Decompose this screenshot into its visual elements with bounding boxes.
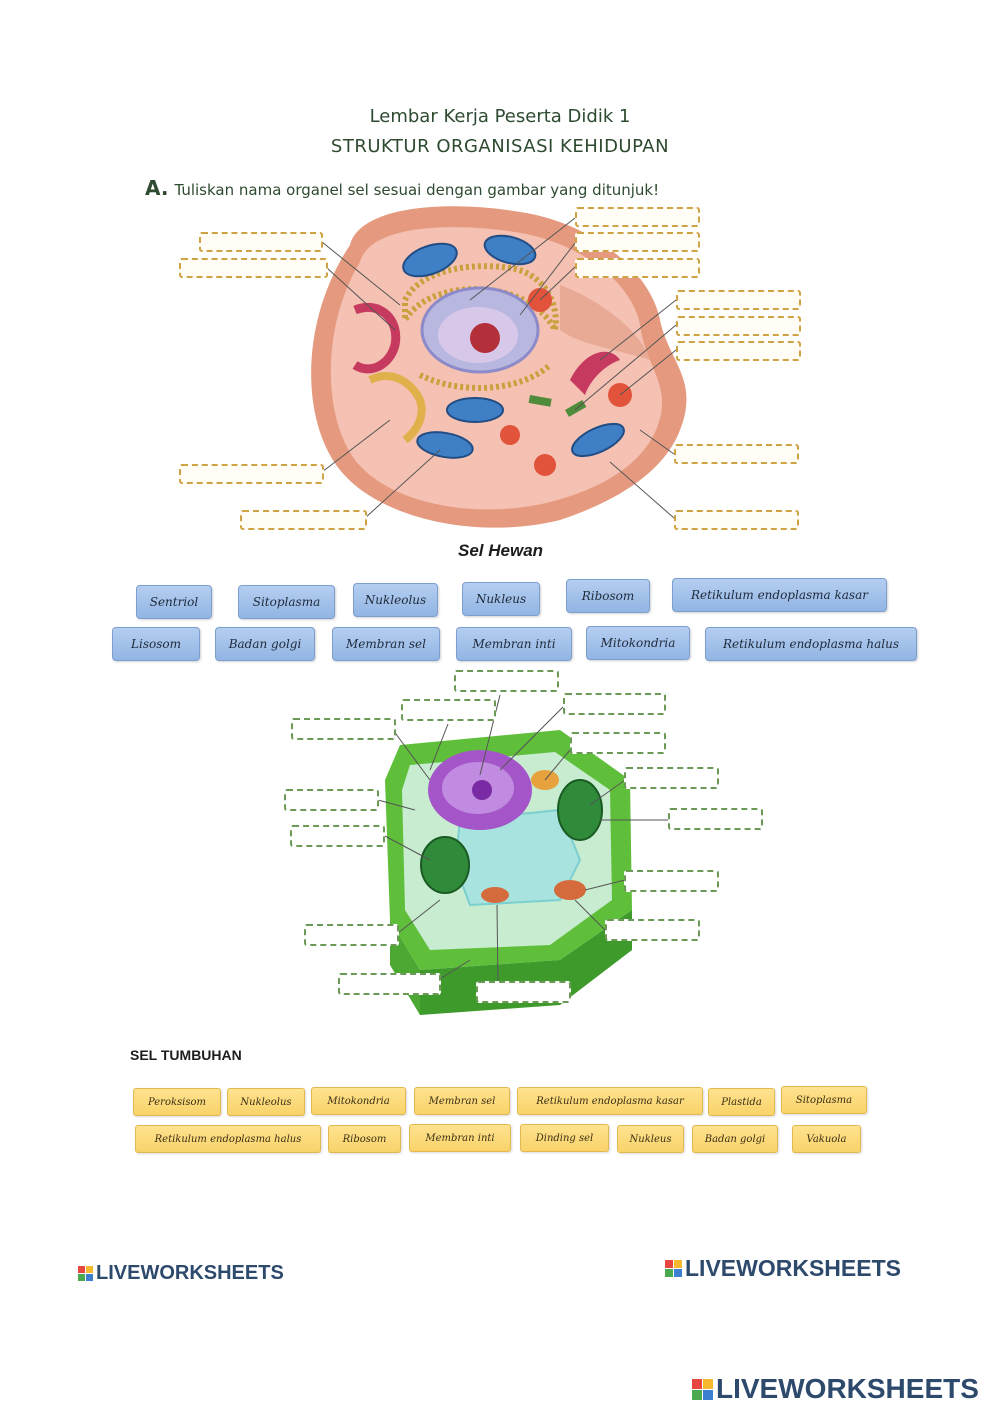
plant-answer-box-11[interactable] — [605, 919, 700, 941]
word-chip-plant[interactable]: Membran inti — [409, 1124, 511, 1152]
plant-answer-box-9[interactable] — [290, 825, 385, 847]
instruction-text: Tuliskan nama organel sel sesuai dengan … — [174, 181, 660, 199]
word-chip-plant[interactable]: Retikulum endoplasma halus — [135, 1125, 321, 1153]
word-chip-animal[interactable]: Membran inti — [456, 627, 572, 661]
word-chip-plant[interactable]: Vakuola — [792, 1125, 861, 1153]
liveworksheets-logo: LIVEWORKSHEETS — [665, 1255, 901, 1282]
worksheet-title: Lembar Kerja Peserta Didik 1 — [369, 106, 631, 127]
logo-text: LIVEWORKSHEETS — [685, 1255, 901, 1281]
word-chip-animal[interactable]: Sitoplasma — [238, 585, 335, 619]
plant-answer-box-13[interactable] — [338, 973, 441, 995]
logo-mark-icon — [665, 1260, 682, 1277]
word-chip-animal[interactable]: Nukleolus — [353, 583, 438, 617]
word-chip-animal[interactable]: Retikulum endoplasma halus — [705, 627, 917, 661]
word-chip-plant[interactable]: Plastida — [708, 1088, 775, 1116]
logo-mark-icon — [78, 1266, 93, 1281]
plant-answer-box-14[interactable] — [476, 981, 571, 1003]
plant-answer-box-3[interactable] — [563, 693, 666, 715]
word-chip-plant[interactable]: Membran sel — [414, 1087, 510, 1115]
animal-answer-box-1[interactable] — [199, 232, 323, 252]
word-chip-animal[interactable]: Mitokondria — [586, 626, 690, 660]
liveworksheets-logo: LIVEWORKSHEETS — [78, 1262, 284, 1285]
word-chip-plant[interactable]: Dinding sel — [520, 1124, 609, 1152]
word-chip-plant[interactable]: Retikulum endoplasma kasar — [517, 1087, 703, 1115]
animal-answer-box-8[interactable] — [676, 341, 801, 361]
animal-answer-box-4[interactable] — [575, 232, 700, 252]
logo-text: LIVEWORKSHEETS — [716, 1373, 979, 1404]
animal-answer-box-11[interactable] — [674, 444, 799, 464]
word-chip-plant[interactable]: Mitokondria — [311, 1087, 406, 1115]
worksheet-subtitle: STRUKTUR ORGANISASI KEHIDUPAN — [330, 136, 670, 157]
plant-answer-box-7[interactable] — [284, 789, 379, 811]
word-chip-plant[interactable]: Nukleus — [617, 1125, 684, 1153]
word-chip-animal[interactable]: Membran sel — [332, 627, 440, 661]
word-chip-plant[interactable]: Sitoplasma — [781, 1086, 867, 1114]
plant-answer-box-10[interactable] — [624, 870, 719, 892]
word-chip-plant[interactable]: Nukleolus — [227, 1088, 305, 1116]
word-chip-plant[interactable]: Badan golgi — [692, 1125, 778, 1153]
plant-answer-box-1[interactable] — [454, 670, 559, 692]
plant-answer-box-6[interactable] — [624, 767, 719, 789]
animal-answer-box-5[interactable] — [575, 258, 700, 278]
animal-cell-caption: Sel Hewan — [458, 541, 544, 560]
plant-answer-box-4[interactable] — [291, 718, 396, 740]
plant-cell-caption: SEL TUMBUHAN — [130, 1047, 242, 1063]
plant-answer-box-12[interactable] — [304, 924, 399, 946]
plant-answer-box-8[interactable] — [668, 808, 763, 830]
word-chip-animal[interactable]: Nukleus — [462, 582, 540, 616]
word-chip-plant[interactable]: Ribosom — [328, 1125, 401, 1153]
word-chip-animal[interactable]: Sentriol — [136, 585, 212, 619]
plant-answer-box-5[interactable] — [570, 732, 666, 754]
word-chip-animal[interactable]: Lisosom — [112, 627, 200, 661]
word-chip-animal[interactable]: Badan golgi — [215, 627, 315, 661]
logo-mark-icon — [692, 1378, 713, 1400]
word-chip-plant[interactable]: Peroksisom — [133, 1088, 221, 1116]
animal-answer-box-7[interactable] — [676, 316, 801, 336]
liveworksheets-logo: LIVEWORKSHEETS — [692, 1373, 979, 1405]
word-chip-animal[interactable]: Retikulum endoplasma kasar — [672, 578, 887, 612]
logo-text: LIVEWORKSHEETS — [96, 1262, 284, 1284]
animal-answer-box-2[interactable] — [179, 258, 328, 278]
animal-cell-illustration — [311, 206, 687, 528]
instruction: A. Tuliskan nama organel sel sesuai denga… — [145, 176, 659, 200]
plant-answer-box-2[interactable] — [401, 699, 496, 721]
animal-answer-box-6[interactable] — [676, 290, 801, 310]
instruction-letter: A. — [145, 176, 169, 200]
animal-answer-box-12[interactable] — [674, 510, 799, 530]
animal-answer-box-9[interactable] — [179, 464, 324, 484]
animal-answer-box-3[interactable] — [575, 207, 700, 227]
animal-answer-box-10[interactable] — [240, 510, 367, 530]
word-chip-animal[interactable]: Ribosom — [566, 579, 650, 613]
plant-cell-illustration — [377, 694, 668, 1015]
